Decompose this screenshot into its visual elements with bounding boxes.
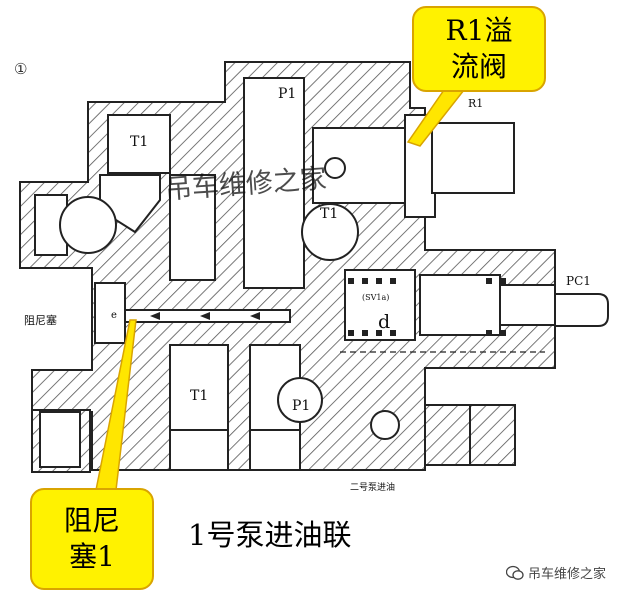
figure-number: ① — [14, 60, 28, 78]
flow-arrows — [150, 312, 260, 320]
watermark-text: 吊车维修之家 — [528, 567, 607, 582]
label-d: d — [378, 311, 390, 333]
label-p1-bottom: P1 — [292, 398, 310, 414]
label-sv: (SV1a) — [362, 293, 389, 302]
label-p1-top: P1 — [278, 86, 296, 102]
label-t1-bottom: T1 — [190, 388, 208, 404]
label-r1-small: R1 — [468, 97, 483, 110]
label-e: e — [111, 310, 117, 321]
figure-title: 1号泵进油联 — [188, 518, 352, 552]
label-t1-mid: T1 — [320, 206, 338, 222]
spring-coils — [348, 278, 506, 336]
callout-line: 阻尼 — [63, 504, 120, 537]
label-damper-plug: 阻尼塞 — [24, 313, 57, 327]
damper-plug-callout: 阻尼 塞1 — [30, 488, 154, 590]
label-pc1: PC1 — [566, 274, 591, 288]
callout-line: R1溢 — [445, 14, 513, 47]
label-t1-top: T1 — [130, 134, 148, 150]
r1-relief-valve-callout: R1溢 流阀 — [412, 6, 546, 92]
label-caption-small: 二号泵进油 — [350, 481, 395, 493]
watermark: 吊车维修之家 — [506, 563, 606, 582]
callout-line: 塞1 — [69, 540, 115, 573]
callout-line: 流阀 — [450, 50, 507, 83]
wechat-icon — [506, 565, 524, 580]
